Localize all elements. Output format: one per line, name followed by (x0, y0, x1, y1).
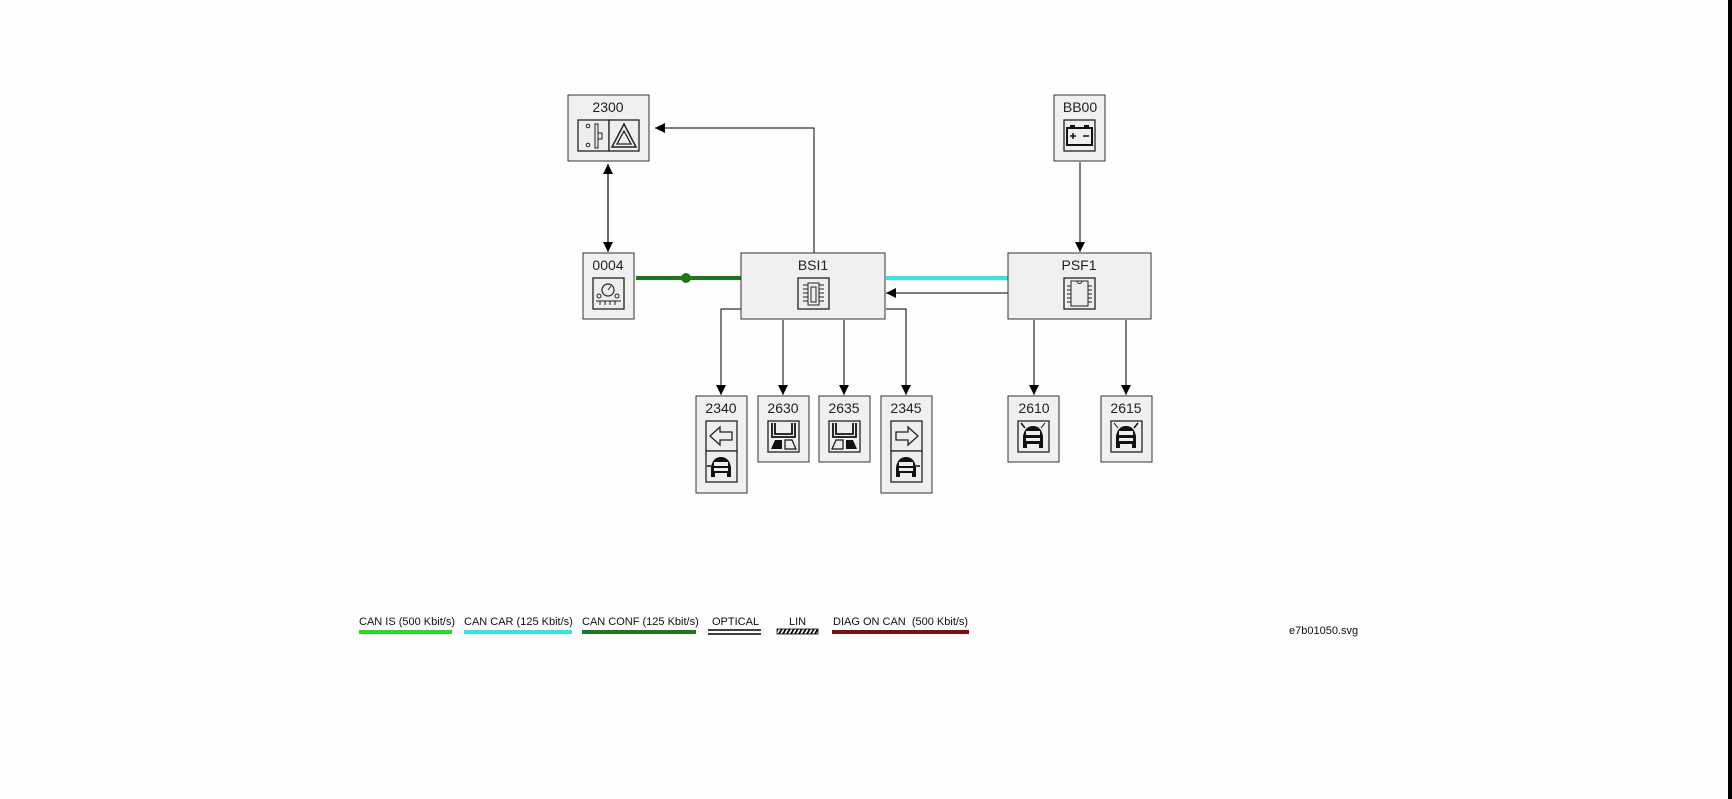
connections (603, 123, 1131, 395)
node-label-2340: 2340 (705, 400, 736, 416)
node-label-psf1: PSF1 (1061, 257, 1096, 273)
hazard-warning-icon (608, 119, 640, 152)
legend-label-diag-on-can: DIAG ON CAN (500 Kbit/s) (833, 616, 968, 628)
node-bb00[interactable]: BB00 (1053, 94, 1106, 162)
legend-label-can-car: CAN CAR (125 Kbit/s) (464, 616, 573, 628)
node-label-bsi1: BSI1 (798, 257, 829, 273)
front-lamp-left-icon (1017, 420, 1050, 453)
switch-icon (577, 119, 610, 152)
chip-icon (1063, 277, 1096, 310)
window-edge (1728, 0, 1732, 799)
node-2610[interactable]: 2610 (1007, 395, 1060, 463)
node-label-2615: 2615 (1110, 400, 1141, 416)
legend-item-can-car: CAN CAR (125 Kbit/s) (464, 616, 573, 634)
node-2630[interactable]: 2630 (757, 395, 810, 463)
arrow-left-icon (705, 420, 738, 452)
node-2615[interactable]: 2615 (1100, 395, 1153, 463)
wire-bsi1-to-2300 (655, 123, 815, 253)
node-label-bb00: BB00 (1063, 99, 1097, 115)
node-label-2630: 2630 (767, 400, 798, 416)
node-0004[interactable]: 0004 (582, 252, 635, 320)
car-side-lamp-left-icon (705, 450, 738, 483)
legend-label-can-is: CAN IS (500 Kbit/s) (359, 616, 455, 628)
legend-item-lin: LIN (776, 616, 819, 635)
legend-item-diag-on-can: DIAG ON CAN (500 Kbit/s) (832, 616, 969, 634)
wire-bsi1-to-2345 (886, 308, 911, 395)
fuse-box-icon (797, 277, 830, 310)
legend-label-lin: LIN (789, 616, 806, 628)
instrument-panel-icon (592, 277, 625, 310)
node-bsi1[interactable]: BSI1 (740, 252, 886, 320)
node-psf1[interactable]: PSF1 (1007, 252, 1152, 320)
node-label-2300: 2300 (592, 99, 623, 115)
legend-item-can-conf: CAN CONF (125 Kbit/s) (582, 616, 699, 634)
node-label-2345: 2345 (890, 400, 921, 416)
legend-item-optical: OPTICAL (708, 616, 761, 635)
rear-lamp-right-icon (828, 420, 861, 453)
node-label-2635: 2635 (828, 400, 859, 416)
node-2300[interactable]: 2300 (567, 94, 650, 162)
legend-item-can-is: CAN IS (500 Kbit/s) (359, 616, 455, 634)
node-label-2610: 2610 (1018, 400, 1049, 416)
legend: CAN IS (500 Kbit/s) CAN CAR (125 Kbit/s)… (359, 616, 969, 635)
battery-icon (1063, 119, 1096, 152)
filename-label: e7b01050.svg (1289, 625, 1358, 637)
wire-bsi1-to-2340 (716, 308, 741, 395)
node-2635[interactable]: 2635 (818, 395, 871, 463)
arrow-right-icon (890, 420, 923, 452)
car-side-lamp-right-icon (890, 450, 923, 483)
can-conf-junction (681, 273, 691, 283)
node-2340[interactable]: 2340 (695, 395, 748, 494)
rear-lamp-left-icon (767, 420, 800, 453)
front-lamp-right-icon (1110, 420, 1143, 453)
node-label-0004: 0004 (592, 257, 623, 273)
legend-label-can-conf: CAN CONF (125 Kbit/s) (582, 616, 699, 628)
node-2345[interactable]: 2345 (880, 395, 933, 494)
legend-label-optical: OPTICAL (712, 616, 759, 628)
